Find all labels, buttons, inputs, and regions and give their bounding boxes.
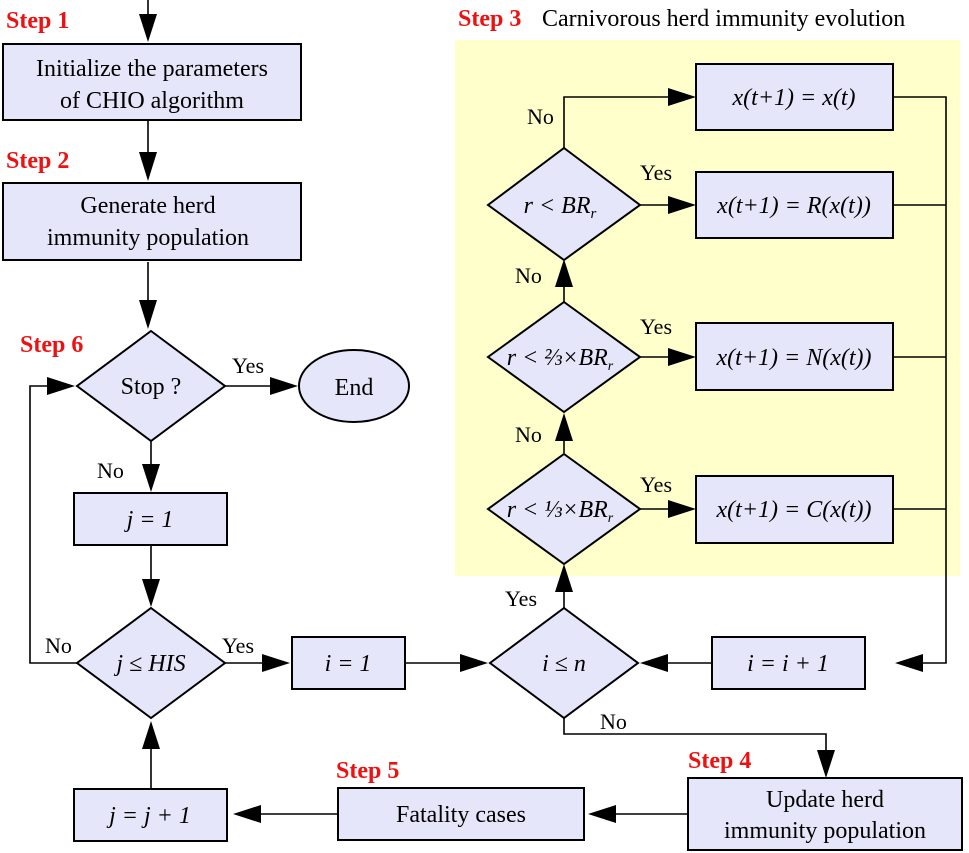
label-c13-yes: Yes bbox=[640, 472, 672, 497]
i-init-text: i = 1 bbox=[325, 651, 372, 677]
node-j-condition[interactable]: j ≤ HIS bbox=[75, 606, 227, 720]
node-fatality[interactable]: Fatality cases bbox=[337, 787, 585, 841]
j-init-text: j = 1 bbox=[124, 507, 174, 533]
eq-keep-text: x(t+1) = x(t) bbox=[732, 85, 856, 111]
arrow-down-icon bbox=[139, 14, 157, 42]
node-eq-n[interactable]: x(t+1) = N(x(t)) bbox=[695, 322, 894, 391]
cond-13-text: r < ⅓×BRr bbox=[507, 497, 614, 526]
node-initialize[interactable]: Initialize the parameters of CHIO algori… bbox=[2, 43, 302, 121]
step4-label: Step 4 bbox=[688, 748, 751, 774]
label-c13-no: No bbox=[515, 422, 542, 447]
edge-icond-no-to-update bbox=[563, 718, 827, 758]
label-cbr-yes: Yes bbox=[640, 160, 672, 185]
arrow-right-icon bbox=[270, 377, 298, 395]
node-cond-br[interactable]: r < BRr bbox=[486, 146, 642, 262]
arrow-right-icon bbox=[668, 348, 696, 366]
node-i-increment[interactable]: i = i + 1 bbox=[711, 636, 866, 690]
node-generate[interactable]: Generate herd immunity population bbox=[2, 182, 302, 261]
i-inc-text: i = i + 1 bbox=[747, 651, 829, 677]
node-eq-keep[interactable]: x(t+1) = x(t) bbox=[695, 63, 894, 131]
end-text: End bbox=[335, 375, 374, 401]
node-cond-one-third[interactable]: r < ⅓×BRr bbox=[486, 452, 642, 566]
arrow-left-icon bbox=[233, 805, 261, 823]
step3-label: Step 3 bbox=[458, 6, 521, 32]
label-jcond-yes: Yes bbox=[222, 633, 254, 658]
init-line1: Initialize the parameters bbox=[36, 56, 268, 82]
arrow-up-icon bbox=[142, 721, 160, 749]
arrow-left-icon bbox=[895, 654, 923, 672]
eq-n-text: x(t+1) = N(x(t)) bbox=[716, 345, 872, 371]
edge-collector bbox=[893, 96, 947, 664]
arrow-right-icon bbox=[262, 654, 290, 672]
edges bbox=[29, 0, 947, 815]
j-inc-text: j = j + 1 bbox=[106, 803, 191, 829]
node-j-increment[interactable]: j = j + 1 bbox=[73, 788, 228, 842]
arrow-up-icon bbox=[555, 564, 573, 592]
label-c23-yes: Yes bbox=[640, 314, 672, 339]
init-line2: of CHIO algorithm bbox=[60, 88, 244, 114]
arrow-right-icon bbox=[47, 377, 75, 395]
generate-line2: immunity population bbox=[47, 225, 249, 251]
label-icond-no: No bbox=[600, 709, 627, 734]
arrow-down-icon bbox=[142, 579, 160, 607]
label-cbr-no: No bbox=[527, 104, 554, 129]
generate-line1: Generate herd bbox=[80, 193, 215, 219]
step6-label: Step 6 bbox=[20, 332, 83, 358]
fatality-text: Fatality cases bbox=[396, 802, 526, 828]
eq-r-text: x(t+1) = R(x(t)) bbox=[716, 193, 871, 219]
arrow-left-icon bbox=[588, 805, 616, 823]
node-end[interactable]: End bbox=[298, 349, 410, 423]
arrow-down-icon bbox=[817, 750, 835, 778]
arrow-down-icon bbox=[142, 464, 160, 492]
stop-text: Stop ? bbox=[121, 374, 182, 400]
arrowheads bbox=[47, 14, 923, 823]
eq-c-text: x(t+1) = C(x(t)) bbox=[716, 497, 872, 523]
j-cond-text: j ≤ HIS bbox=[113, 651, 185, 677]
step2-label: Step 2 bbox=[6, 148, 69, 174]
label-stop-yes: Yes bbox=[232, 353, 264, 378]
label-icond-yes: Yes bbox=[505, 586, 537, 611]
node-stop-decision[interactable]: Stop ? bbox=[75, 329, 227, 443]
label-c23-no: No bbox=[515, 263, 542, 288]
label-stop-no: No bbox=[97, 458, 124, 483]
arrow-up-icon bbox=[555, 413, 573, 441]
cond-br-text: r < BRr bbox=[524, 193, 597, 222]
arrow-right-icon bbox=[460, 654, 488, 672]
update-line1: Update herd bbox=[766, 787, 884, 813]
node-j-init[interactable]: j = 1 bbox=[73, 492, 228, 546]
arrow-left-icon bbox=[640, 654, 668, 672]
update-line2: immunity population bbox=[724, 818, 926, 844]
node-eq-r[interactable]: x(t+1) = R(x(t)) bbox=[695, 171, 894, 239]
node-cond-two-thirds[interactable]: r < ⅔×BRr bbox=[486, 300, 642, 414]
node-update[interactable]: Update herd immunity population bbox=[687, 777, 963, 851]
step3-title: Carnivorous herd immunity evolution bbox=[542, 6, 905, 32]
node-i-init[interactable]: i = 1 bbox=[291, 636, 406, 690]
arrow-up-icon bbox=[555, 259, 573, 287]
i-cond-text: i ≤ n bbox=[542, 651, 586, 677]
edge-cbr-no bbox=[563, 96, 672, 148]
arrow-right-icon bbox=[668, 88, 696, 106]
node-i-condition[interactable]: i ≤ n bbox=[488, 606, 640, 720]
arrow-down-icon bbox=[139, 152, 157, 181]
arrow-down-icon bbox=[139, 300, 157, 329]
step5-label: Step 5 bbox=[336, 758, 399, 784]
edge-jcond-no-to-stop bbox=[29, 385, 77, 664]
arrow-right-icon bbox=[668, 500, 696, 518]
node-eq-c[interactable]: x(t+1) = C(x(t)) bbox=[695, 475, 894, 544]
cond-23-text: r < ⅔×BRr bbox=[507, 345, 614, 374]
step1-label: Step 1 bbox=[6, 8, 69, 34]
arrow-right-icon bbox=[668, 196, 696, 214]
label-jcond-no: No bbox=[45, 633, 72, 658]
